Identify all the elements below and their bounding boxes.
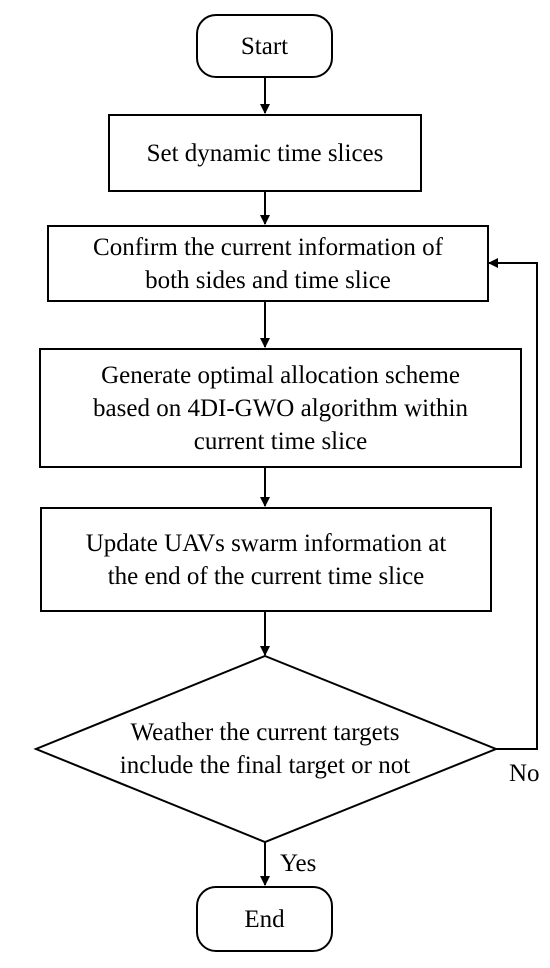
step-update-swarm-label: Update UAVs swarm information at the end… [85,529,447,590]
end-node: End [196,886,333,952]
step-set-time-slices: Set dynamic time slices [108,114,422,192]
yes-label: Yes [280,850,317,877]
step-update-swarm: Update UAVs swarm information at the end… [40,507,492,612]
start-node: Start [196,14,333,78]
step-confirm-information: Confirm the current information of both … [47,225,489,302]
start-label: Start [240,32,289,60]
step-generate-allocation: Generate optimal allocation scheme based… [39,348,522,468]
end-label: End [244,905,285,933]
arrow-no-loop [488,258,538,750]
decision-label: Weather the current targets include the … [119,719,411,779]
step-set-time-slices-label: Set dynamic time slices [146,139,384,167]
step-confirm-information-label: Confirm the current information of both … [93,233,443,294]
step-generate-allocation-label: Generate optimal allocation scheme based… [93,361,468,455]
no-label: No [509,760,540,787]
